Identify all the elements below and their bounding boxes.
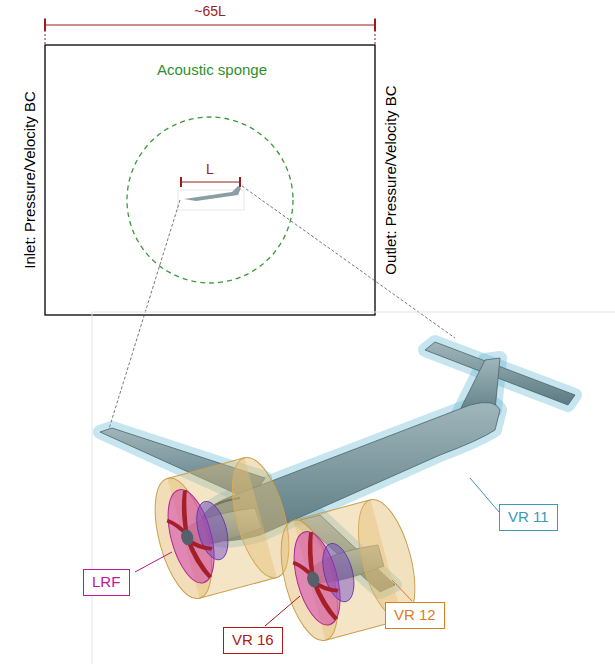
region-callout: VR 11 [499,504,558,531]
dimension-label: ~65L [194,4,226,19]
callout-text: LRF [92,574,121,591]
boundary-label: Outlet: Pressure/Velocity BC [383,85,400,274]
region-callout: VR 16 [223,627,283,654]
callout-text: VR 16 [232,632,274,649]
dimension-label: L [206,162,214,177]
callout-text: VR 11 [508,509,549,526]
region-callout: LRF [83,569,130,596]
boundary-label: Inlet: Pressure/Velocity BC [22,91,39,269]
callout-text: VR 12 [394,607,436,624]
region-label: Acoustic sponge [157,62,267,79]
region-callout: VR 12 [385,602,445,629]
